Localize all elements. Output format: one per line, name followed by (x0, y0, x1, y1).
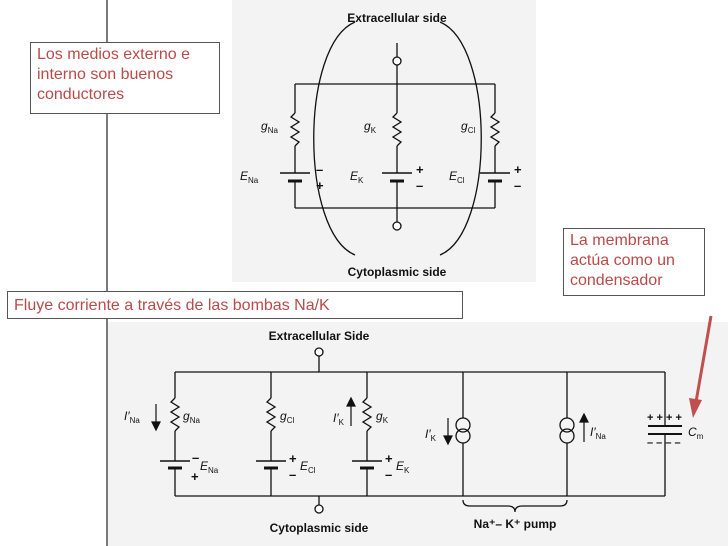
bottom-g-k-resistor (361, 397, 373, 432)
g-k-resistor (391, 112, 403, 147)
top-extracellular-label: Extracellular side (347, 11, 447, 25)
g-na-resistor (289, 112, 301, 147)
bottom-g-cl-resistor (265, 397, 277, 432)
bottom-e-k-plus: + (385, 451, 393, 466)
top-e-na-label: ENa (240, 169, 259, 185)
top-circuit (280, 21, 510, 256)
membrane-arc-right (439, 21, 482, 256)
bottom-cytoplasmic-terminal (314, 504, 324, 514)
capacitor-pointer-arrow-head (689, 398, 702, 418)
top-e-cl-minus: – (514, 178, 521, 193)
bottom-i-na-label: I′Na (124, 409, 140, 425)
top-e-k-minus: – (416, 178, 423, 193)
top-g-k-label: gK (364, 119, 377, 135)
pump-i-na-label: I′Na (590, 425, 606, 441)
bottom-i-k-label: I′K (333, 411, 345, 427)
extracellular-terminal (392, 56, 402, 66)
bottom-extracellular-terminal (314, 347, 324, 357)
bottom-e-na-plus: + (191, 469, 199, 484)
bottom-e-na-label: ENa (200, 459, 219, 475)
bottom-g-cl-label: gCl (280, 409, 294, 425)
membrane-arc-left (313, 21, 356, 256)
top-g-na-label: gNa (261, 119, 278, 135)
capacitor-charge-label: + + + + (647, 412, 682, 424)
bottom-cytoplasmic-label: Cytoplasmic side (270, 521, 369, 535)
bottom-e-cl-label: ECl (300, 459, 316, 475)
g-cl-resistor (489, 112, 501, 147)
bottom-e-k-label: EK (396, 459, 410, 475)
i-k-arrow-head (346, 396, 356, 407)
top-e-na-minus: – (316, 162, 323, 177)
pump-k-source-upper (455, 417, 471, 433)
top-e-cl-plus: + (514, 162, 522, 177)
capacitor-minus-marks: – – – – (647, 437, 681, 449)
top-g-cl-label: gCl (461, 119, 475, 135)
cytoplasmic-terminal (392, 221, 402, 231)
conductors-callout: Los medios externo e interno son buenos … (30, 42, 220, 114)
pump-brace (462, 499, 568, 513)
bottom-e-cl-minus: – (289, 467, 296, 482)
pump-label: Na⁺– K⁺ pump (474, 517, 557, 531)
capacitor-pointer-arrow (694, 315, 713, 403)
i-na-arrow-head (151, 421, 161, 432)
bottom-e-na-minus: – (192, 450, 199, 465)
bottom-g-na-label: gNa (183, 409, 200, 425)
pump-na-source-upper (559, 417, 575, 433)
bottom-e-k-minus: – (385, 467, 392, 482)
top-e-k-label: EK (350, 169, 364, 185)
top-e-na-plus: + (316, 178, 324, 193)
bottom-figure-background (108, 322, 728, 546)
pump-i-na-arrow-head (579, 412, 589, 423)
capacitor-label: Cm (688, 425, 704, 441)
pump-current-callout: Fluye corriente a través de las bombas N… (7, 291, 463, 319)
bottom-circuit (160, 347, 682, 514)
bottom-g-k-label: gK (376, 409, 389, 425)
capacitor-callout: La membrana actúa como un condensador (563, 228, 705, 296)
bottom-extracellular-label: Extracellular Side (269, 329, 370, 343)
bottom-e-cl-plus: + (289, 451, 297, 466)
top-cytoplasmic-label: Cytoplasmic side (348, 265, 447, 279)
bottom-g-na-resistor (169, 397, 181, 432)
top-figure-background (232, 0, 536, 282)
top-e-cl-label: ECl (449, 169, 465, 185)
pump-i-k-label: I′K (425, 427, 437, 443)
top-e-k-plus: + (416, 162, 424, 177)
pump-i-k-arrow-head (443, 435, 453, 446)
